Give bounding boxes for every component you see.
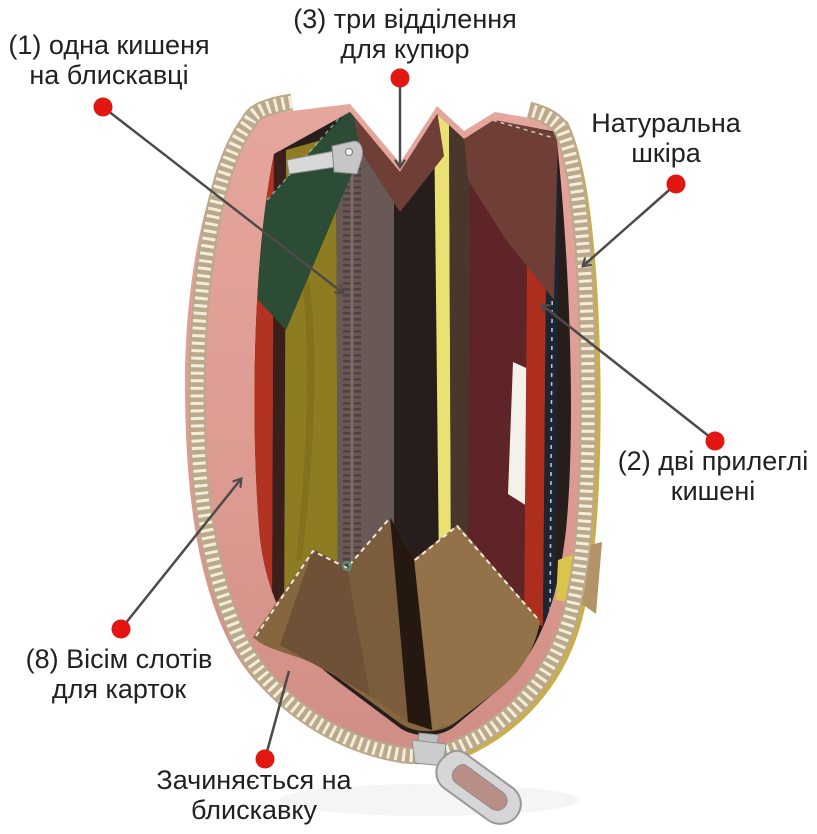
annotation-dot bbox=[666, 174, 686, 194]
divider-yellow-piping bbox=[434, 112, 451, 570]
flap-center-seam bbox=[390, 517, 432, 730]
leader-line-natural-leather bbox=[581, 183, 677, 268]
clasp-cutout bbox=[451, 764, 508, 811]
leather-grain bbox=[294, 240, 315, 560]
callout-natural-leather: Натуральна шкіра bbox=[591, 108, 741, 168]
annotation-layer bbox=[93, 68, 725, 769]
bill-fold-right bbox=[464, 116, 558, 300]
annotation-dot bbox=[390, 68, 410, 88]
thread-loop bbox=[342, 561, 352, 571]
pocket-panel-burgundy bbox=[468, 140, 528, 622]
leader-line-adjacent-pockets bbox=[540, 303, 716, 442]
leader-line-zipper-closure bbox=[263, 670, 291, 760]
annotation-dot bbox=[111, 619, 131, 639]
pocket-panel-brown bbox=[449, 120, 470, 604]
leader-line-zipper-pocket bbox=[102, 106, 346, 295]
flap-mid-face bbox=[347, 517, 408, 722]
annotation-dot bbox=[705, 431, 725, 451]
annotation-dot bbox=[255, 749, 275, 769]
card-slot-flap bbox=[253, 517, 540, 732]
callout-bill-compartments: (3) три відділення для купюр bbox=[293, 4, 517, 64]
slider-hole bbox=[345, 148, 353, 156]
annotation-dot bbox=[93, 97, 113, 117]
callout-zipper-pocket: (1) одна кишеня на блискавці bbox=[8, 30, 210, 90]
flap-stitching bbox=[255, 518, 538, 637]
zipper-pull bbox=[411, 732, 522, 825]
callout-zipper-closure: Зачиняється на блискавку bbox=[156, 765, 352, 825]
slider-body bbox=[331, 140, 364, 175]
callout-adjacent-pockets: (2) дві прилеглі кишені bbox=[617, 446, 809, 506]
callout-card-slots: (8) Вісім слотів для карток bbox=[25, 644, 213, 704]
leader-line-card-slots bbox=[120, 477, 243, 630]
flap-left-face bbox=[280, 549, 370, 696]
flap-right-face bbox=[414, 525, 540, 730]
zipper-teeth bbox=[190, 95, 595, 763]
inner-zipper-slider bbox=[286, 140, 364, 175]
